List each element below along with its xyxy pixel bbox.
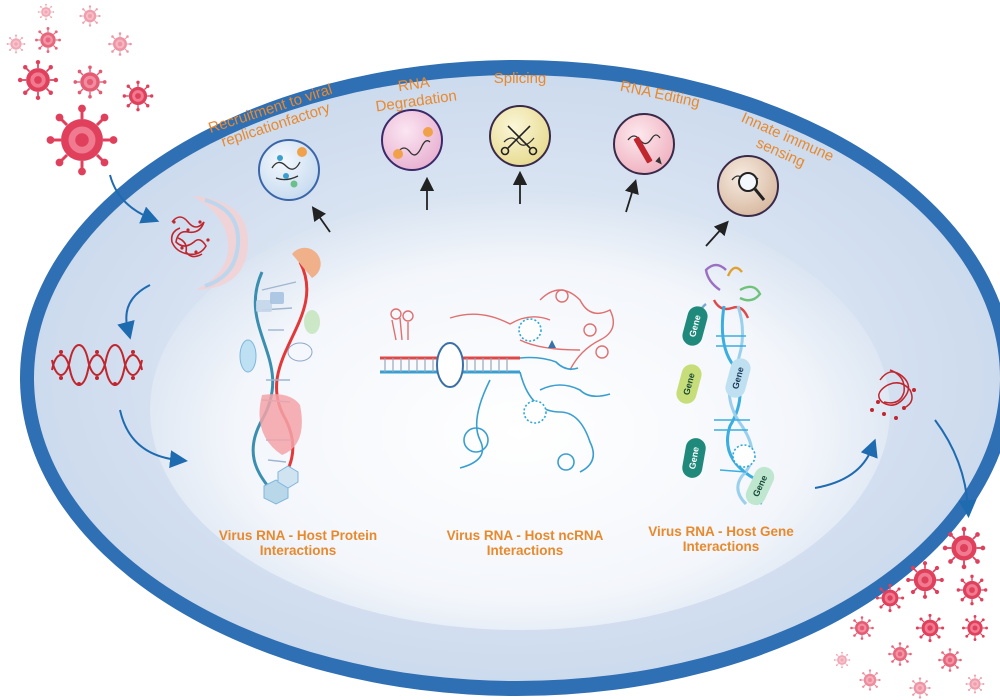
ncrna-interaction-illustration [380,289,614,473]
gene-label: Gene [687,446,701,470]
inner-compartment [150,190,890,630]
gene-block-5: Gene [745,466,775,506]
gene-block-3: Gene [725,358,751,398]
pencil-icon [633,136,662,165]
bubble-editing [613,113,675,175]
bubble-recruitment [258,139,320,201]
flow-arrows [109,174,977,518]
process-arrows [311,170,729,247]
magnifier-icon [738,172,766,201]
gene-block-4: Gene [682,438,706,478]
bubble-splicing [489,105,551,167]
progeny-rna-tangle [870,369,916,420]
viral-rna-coil [51,344,143,386]
gene-block-2: Gene [676,364,702,404]
bubble-innate-sensing [717,155,779,217]
endosome-uncoating [170,196,249,290]
gene-interaction-illustration: Gene Gene Gene Gene Gene [676,263,775,506]
scissors-icon [500,125,538,156]
caption-protein-interactions: Virus RNA - Host Protein Interactions [218,528,378,558]
gene-block-1: Gene [682,306,708,346]
label-splicing: Splicing [493,70,547,87]
bubble-degradation [381,109,443,171]
caption-ncrna-interactions: Virus RNA - Host ncRNA Interactions [446,528,604,558]
virus-cluster-entry [6,3,154,177]
protein-interaction-illustration [239,247,321,505]
caption-gene-interactions: Virus RNA - Host Gene Interactions [648,524,794,554]
